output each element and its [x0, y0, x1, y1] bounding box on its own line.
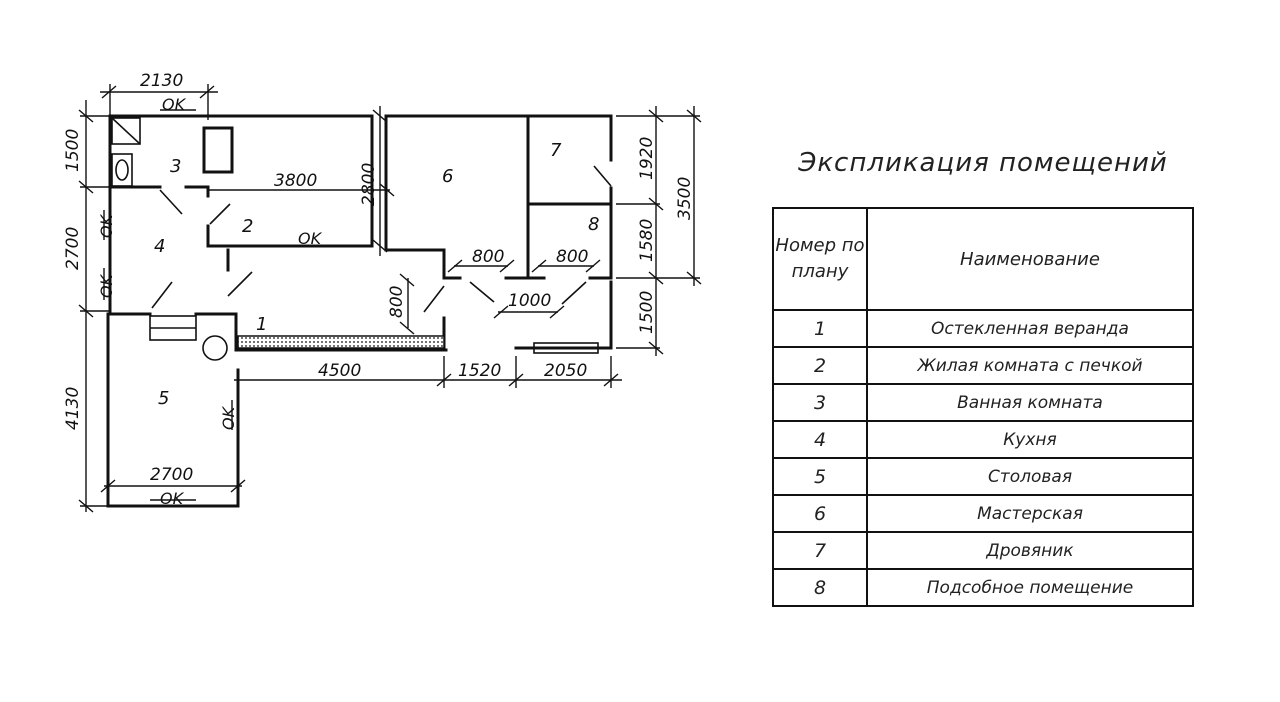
- header-name: Наименование: [866, 207, 1194, 311]
- row-number: 6: [772, 494, 868, 533]
- stove-round-icon: [202, 335, 228, 361]
- window-label-room5-side: OK: [219, 405, 238, 430]
- row-number: 3: [772, 383, 868, 422]
- dim-bottom-mid: 1520: [458, 361, 501, 381]
- dim-room5-width: 2700: [150, 465, 193, 485]
- row-name: Мастерская: [866, 494, 1194, 533]
- dim-bottom-veranda: 4500: [318, 361, 361, 381]
- header-number: Номер по плану: [772, 207, 868, 311]
- fixtures: [111, 117, 599, 361]
- dim-room2-height: 2800: [359, 163, 379, 206]
- sink-icon: [111, 153, 133, 187]
- room-number-1: 1: [256, 314, 267, 335]
- row-name: Ванная комната: [866, 383, 1194, 422]
- dim-right-total: 3500: [675, 177, 695, 220]
- veranda-glazing: [237, 335, 445, 349]
- dim-door-b: 800: [556, 247, 588, 267]
- row-number: 5: [772, 457, 868, 496]
- walls: [106, 114, 613, 508]
- dim-right-top: 1920: [637, 137, 657, 180]
- row-name: Жилая комната с печкой: [866, 346, 1194, 385]
- room-number-5: 5: [158, 388, 169, 409]
- room-number-3: 3: [170, 156, 181, 177]
- dim-hall-length: 3800: [274, 171, 317, 191]
- dim-bottom-right: 2050: [544, 361, 587, 381]
- window-frame: [533, 342, 599, 354]
- window-label-room5-bottom: OK: [160, 489, 185, 508]
- table-header-row: Номер по плану Наименование: [772, 207, 1194, 311]
- shower-icon: [111, 117, 141, 145]
- dim-door-wide: 1000: [508, 291, 551, 311]
- row-number: 1: [772, 309, 868, 348]
- room-number-6: 6: [442, 166, 453, 187]
- row-name: Столовая: [866, 457, 1194, 496]
- dim-top-width: 2130: [140, 71, 183, 91]
- explication-title: Экспликация помещений: [798, 148, 1168, 178]
- window-label-left-a: OK: [97, 213, 116, 238]
- row-number: 7: [772, 531, 868, 570]
- row-name: Подсобное помещение: [866, 568, 1194, 607]
- dimension-lines: [78, 84, 702, 513]
- window-label-hall: OK: [298, 229, 323, 248]
- row-name: Остекленная веранда: [866, 309, 1194, 348]
- room-number-4: 4: [154, 236, 165, 257]
- dim-left-middle: 2700: [63, 227, 83, 270]
- dim-left-upper: 1500: [63, 129, 83, 172]
- row-name: Дровяник: [866, 531, 1194, 570]
- window-label-left-b: OK: [97, 273, 116, 298]
- dim-door-c: 800: [387, 286, 407, 318]
- row-number: 2: [772, 346, 868, 385]
- row-number: 8: [772, 568, 868, 607]
- row-number: 4: [772, 420, 868, 459]
- dim-door-a: 800: [472, 247, 504, 267]
- room-number-2: 2: [242, 216, 253, 237]
- door-swings: [151, 165, 612, 313]
- row-name: Кухня: [866, 420, 1194, 459]
- room-number-7: 7: [550, 140, 562, 161]
- dim-right-middle: 1580: [637, 219, 657, 262]
- room-number-8: 8: [588, 214, 599, 235]
- window-label-top: OK: [162, 95, 187, 114]
- dim-left-lower: 4130: [63, 387, 83, 430]
- dim-right-bottom: 1500: [637, 291, 657, 334]
